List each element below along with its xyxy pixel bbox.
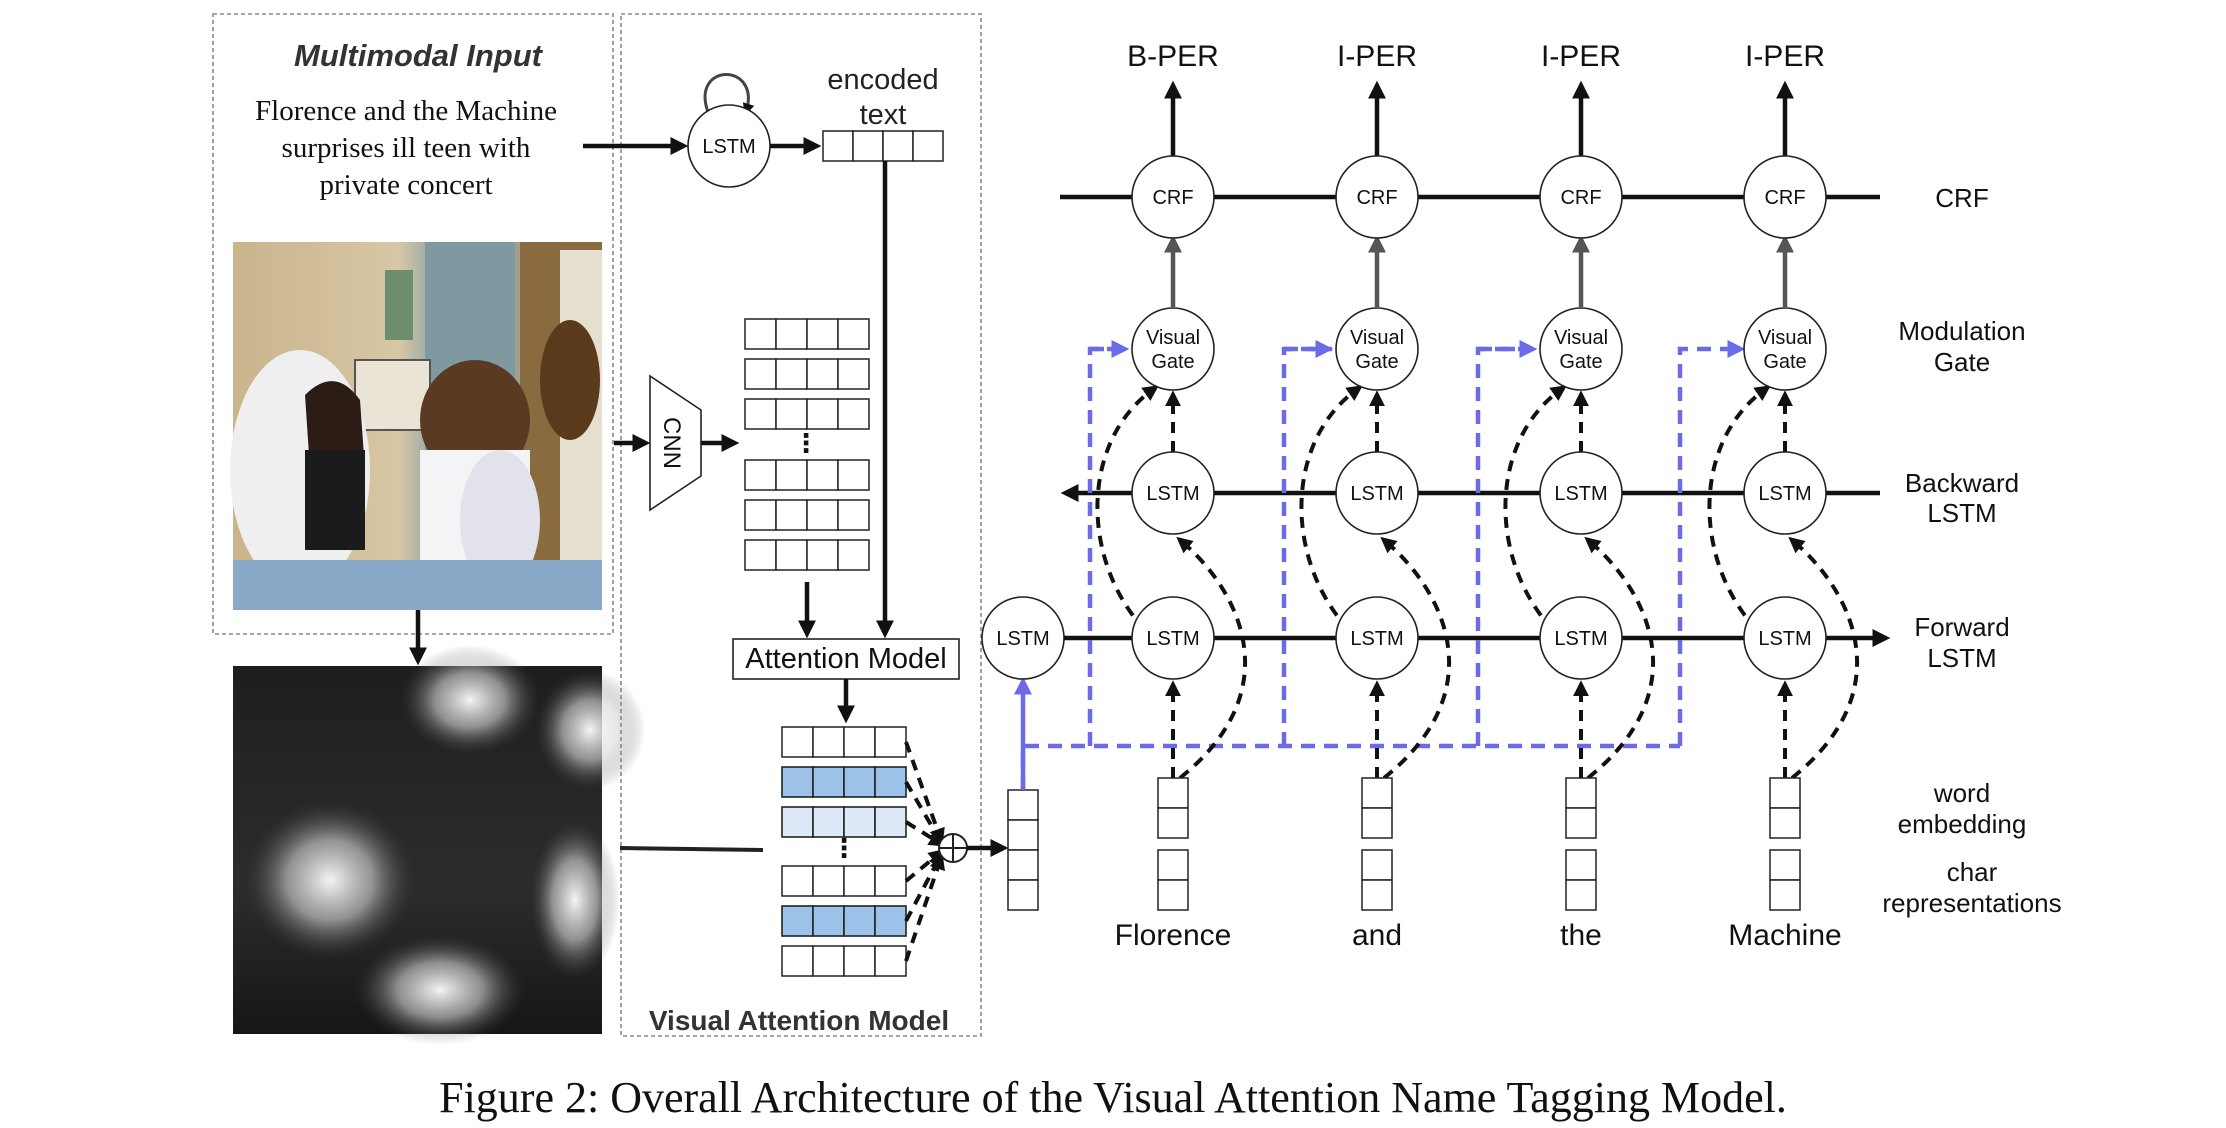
- figure-caption: Figure 2: Overall Architecture of the Vi…: [439, 1073, 1787, 1122]
- svg-text:LSTM: LSTM: [1146, 628, 1199, 650]
- visual-attention-frame: [620, 13, 982, 1037]
- weighted-sum-node: [938, 833, 968, 863]
- layer-label-char-2: representations: [1882, 888, 2061, 918]
- input-word-3: the: [1560, 919, 1602, 952]
- svg-text:LSTM: LSTM: [1758, 483, 1811, 505]
- cnn-label: CNN: [658, 417, 685, 469]
- text-lstm-label: LSTM: [702, 136, 755, 158]
- layer-label-modulation-2: Gate: [1934, 347, 1990, 377]
- layer-label-backward-2: LSTM: [1927, 498, 1996, 528]
- layer-label-word-embedding-1: word: [1933, 778, 1990, 808]
- input-photo: [230, 242, 602, 610]
- svg-text:LSTM: LSTM: [1350, 483, 1403, 505]
- backward-lstm-node-4: LSTM: [1743, 451, 1827, 535]
- svg-text:LSTM: LSTM: [1758, 628, 1811, 650]
- weighted-sum-arrows: [904, 741, 946, 962]
- visual-init-lstm-label: LSTM: [996, 628, 1049, 650]
- encoded-text-vector: [822, 130, 944, 162]
- input-sentence-line-3: private concert: [319, 169, 492, 201]
- multimodal-input-title: Multimodal Input: [294, 38, 544, 73]
- backward-lstm-node-3: LSTM: [1539, 451, 1623, 535]
- attention-heatmap: [233, 645, 645, 1045]
- tagger-column-4: [1707, 80, 1860, 911]
- crf-node-2: CRF: [1335, 155, 1419, 239]
- svg-text:Gate: Gate: [1559, 351, 1602, 373]
- svg-text:LSTM: LSTM: [1146, 483, 1199, 505]
- crf-node-3: CRF: [1539, 155, 1623, 239]
- layer-label-forward-2: LSTM: [1927, 643, 1996, 673]
- backward-lstm-node-1: LSTM: [1131, 451, 1215, 535]
- heatmap-to-sum-line: [619, 846, 764, 852]
- crf-node-4: CRF: [1743, 155, 1827, 239]
- output-tag-1: B-PER: [1127, 40, 1219, 73]
- layer-label-modulation-1: Modulation: [1898, 316, 2025, 346]
- forward-lstm-node-2: LSTM: [1335, 596, 1419, 680]
- crf-node-1: CRF: [1131, 155, 1215, 239]
- svg-text:Gate: Gate: [1151, 351, 1194, 373]
- svg-text:LSTM: LSTM: [1554, 483, 1607, 505]
- image-feature-grid: [744, 318, 870, 571]
- layer-label-crf: CRF: [1935, 183, 1988, 213]
- layer-label-char-1: char: [1947, 857, 1998, 887]
- multimodal-input-frame: [212, 13, 614, 635]
- forward-lstm-node-3: LSTM: [1539, 596, 1623, 680]
- tagger-column-2: [1299, 80, 1452, 911]
- tagger-column-1: [1095, 80, 1248, 911]
- forward-lstm-node-4: LSTM: [1743, 596, 1827, 680]
- attention-model-label: Attention Model: [745, 643, 947, 675]
- encoded-text-label-2: text: [860, 99, 907, 131]
- output-tag-2: I-PER: [1337, 40, 1417, 73]
- forward-lstm-node-1: LSTM: [1131, 596, 1215, 680]
- input-word-2: and: [1352, 919, 1402, 952]
- input-sentence-line-2: surprises ill teen with: [282, 132, 531, 164]
- weighted-feature-grid: [781, 726, 907, 977]
- backward-lstm-node-2: LSTM: [1335, 451, 1419, 535]
- weighted-grid-ellipsis: ⋮: [831, 833, 857, 863]
- svg-text:LSTM: LSTM: [1350, 628, 1403, 650]
- svg-text:CRF: CRF: [1764, 187, 1805, 209]
- encoded-text-label-1: encoded: [827, 64, 938, 96]
- visual-gate-links: [1020, 349, 1740, 790]
- input-word-1: Florence: [1115, 919, 1232, 952]
- layer-label-forward-1: Forward: [1914, 612, 2009, 642]
- svg-text:Gate: Gate: [1763, 351, 1806, 373]
- lstm-self-loop: [703, 73, 755, 116]
- output-tag-3: I-PER: [1541, 40, 1621, 73]
- svg-text:Visual: Visual: [1554, 327, 1608, 349]
- input-sentence-line-1: Florence and the Machine: [255, 95, 557, 127]
- svg-text:CRF: CRF: [1356, 187, 1397, 209]
- svg-text:CRF: CRF: [1560, 187, 1601, 209]
- layer-label-word-embedding-2: embedding: [1898, 809, 2027, 839]
- output-tag-4: I-PER: [1745, 40, 1825, 73]
- feature-grid-ellipsis: ⋮: [793, 428, 819, 458]
- svg-text:CRF: CRF: [1152, 187, 1193, 209]
- svg-text:Visual: Visual: [1758, 327, 1812, 349]
- svg-text:Gate: Gate: [1355, 351, 1398, 373]
- visual-context-vector: [1007, 789, 1039, 911]
- cnn-trapezoid: [649, 374, 702, 512]
- svg-text:Visual: Visual: [1350, 327, 1404, 349]
- input-word-4: Machine: [1728, 919, 1841, 952]
- visual-attention-title: Visual Attention Model: [649, 1005, 949, 1036]
- svg-text:Visual: Visual: [1146, 327, 1200, 349]
- svg-text:LSTM: LSTM: [1554, 628, 1607, 650]
- layer-label-backward-1: Backward: [1905, 468, 2019, 498]
- tagger-column-3: [1503, 80, 1656, 911]
